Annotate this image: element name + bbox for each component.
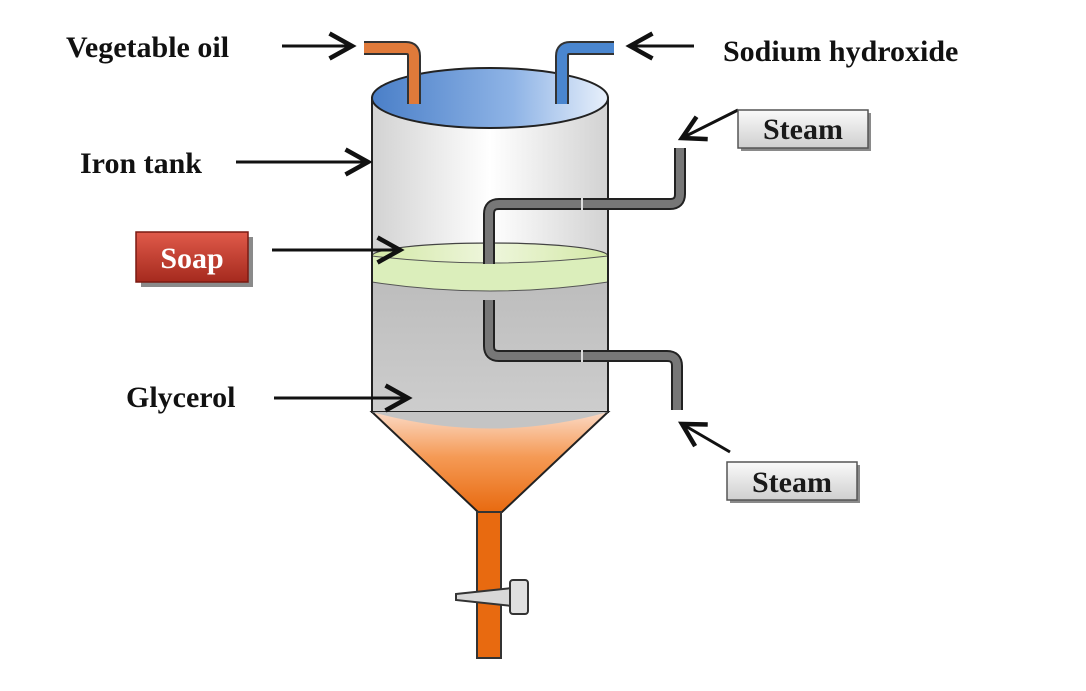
label-glycerol: Glycerol (126, 381, 235, 414)
steam-pipe-lower (483, 300, 683, 410)
label-sodium-hydroxide: Sodium hydroxide (723, 35, 958, 68)
label-steam-bottom: Steam (752, 466, 832, 499)
arrows (236, 31, 739, 454)
soap-label-box: Soap (135, 231, 253, 287)
tank-top-opening (371, 67, 609, 129)
steam-label-box-top: Steam (737, 109, 871, 151)
arrow-steam-top (677, 108, 739, 142)
label-soap: Soap (160, 242, 223, 275)
label-iron-tank: Iron tank (80, 147, 202, 180)
iron-tank (369, 67, 611, 659)
steam-label-box-bottom: Steam (726, 461, 860, 503)
sodium-hydroxide-inlet-pipe (555, 41, 614, 104)
drain-tap-icon (455, 579, 529, 615)
steam-pipe-upper (483, 148, 686, 264)
label-vegetable-oil: Vegetable oil (66, 31, 229, 64)
label-steam-top: Steam (763, 113, 843, 146)
vegetable-oil-inlet-pipe (364, 41, 421, 104)
arrow-steam-bottom (677, 421, 731, 454)
drain-pipe (476, 511, 502, 659)
